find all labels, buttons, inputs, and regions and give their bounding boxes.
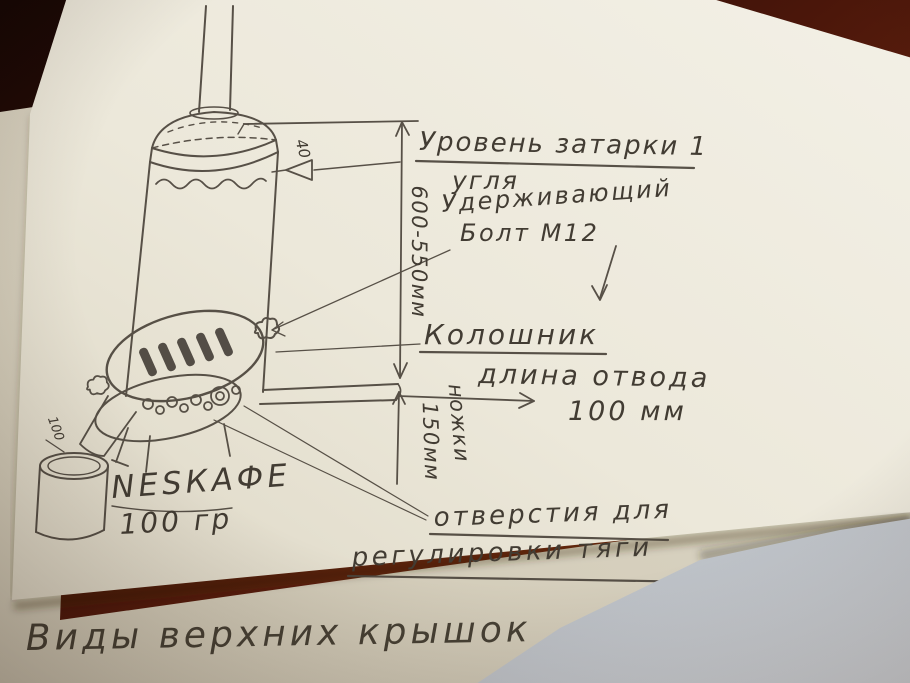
label-bolt-2: Болт М12	[460, 219, 599, 247]
label-grate: Колошник	[424, 318, 599, 351]
label-fill-level-1: Уровень затарки 1	[419, 127, 708, 162]
label-can-2: 100 гр	[119, 502, 233, 541]
label-outlet-1: длина отвода	[477, 359, 711, 394]
label-height-dim: 600-550мм	[407, 186, 431, 319]
label-legs-dim: 150мм	[418, 402, 445, 482]
label-outlet-2: 100 мм	[568, 396, 687, 427]
